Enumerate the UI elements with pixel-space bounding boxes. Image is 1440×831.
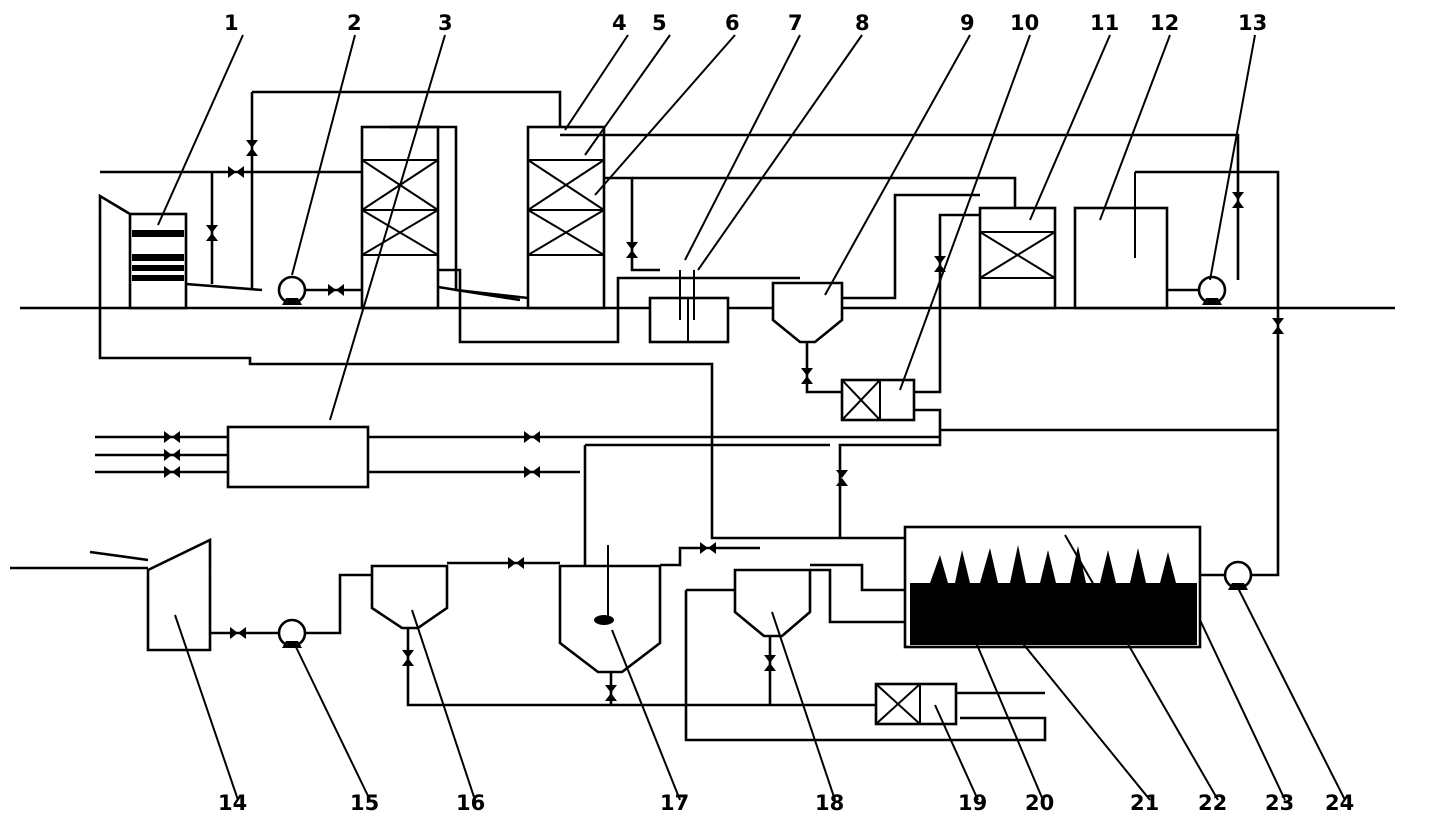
pump-13 (1197, 275, 1227, 305)
callout-16: 16 (456, 791, 485, 815)
callout-21: 21 (1130, 791, 1159, 815)
callout-1: 1 (224, 11, 239, 35)
callout-3: 3 (438, 11, 453, 35)
unit-11 (978, 206, 1057, 310)
callout-10: 10 (1010, 11, 1039, 35)
callout-14: 14 (218, 791, 247, 815)
pump-2 (277, 275, 307, 305)
tower-3 (360, 125, 440, 310)
callout-8: 8 (855, 11, 870, 35)
callout-5: 5 (652, 11, 667, 35)
filter-10 (840, 378, 916, 422)
callout-17: 17 (660, 791, 689, 815)
callout-6: 6 (725, 11, 740, 35)
callout-24: 24 (1325, 791, 1354, 815)
constructed-wetland (903, 525, 1202, 649)
control-box (226, 425, 370, 489)
tank-12 (1073, 172, 1169, 310)
callout-7: 7 (788, 11, 803, 35)
callout-11: 11 (1090, 11, 1119, 35)
callout-2: 2 (347, 11, 362, 35)
callout-22: 22 (1198, 791, 1227, 815)
callout-labels: 1 2 3 4 5 6 7 8 9 10 11 12 13 14 15 16 1… (218, 11, 1354, 815)
callout-15: 15 (350, 791, 379, 815)
settler-16 (370, 564, 449, 630)
pump-24 (1223, 560, 1253, 590)
tower-5-6 (526, 125, 606, 310)
callout-20: 20 (1025, 791, 1054, 815)
callout-leaders (157, 34, 1346, 801)
settler-9 (771, 281, 844, 344)
screen-14 (146, 537, 212, 652)
callout-12: 12 (1150, 11, 1179, 35)
settler-18 (733, 568, 812, 638)
unit-1-filter (128, 212, 188, 310)
callout-19: 19 (958, 791, 987, 815)
callout-13: 13 (1238, 11, 1267, 35)
filter-19 (874, 682, 958, 726)
callout-23: 23 (1265, 791, 1294, 815)
callout-4: 4 (612, 11, 627, 35)
pump-15 (277, 618, 307, 648)
callout-18: 18 (815, 791, 844, 815)
reactor-17 (558, 545, 662, 674)
callout-9: 9 (960, 11, 975, 35)
dosing-tanks-7-8 (648, 270, 730, 344)
